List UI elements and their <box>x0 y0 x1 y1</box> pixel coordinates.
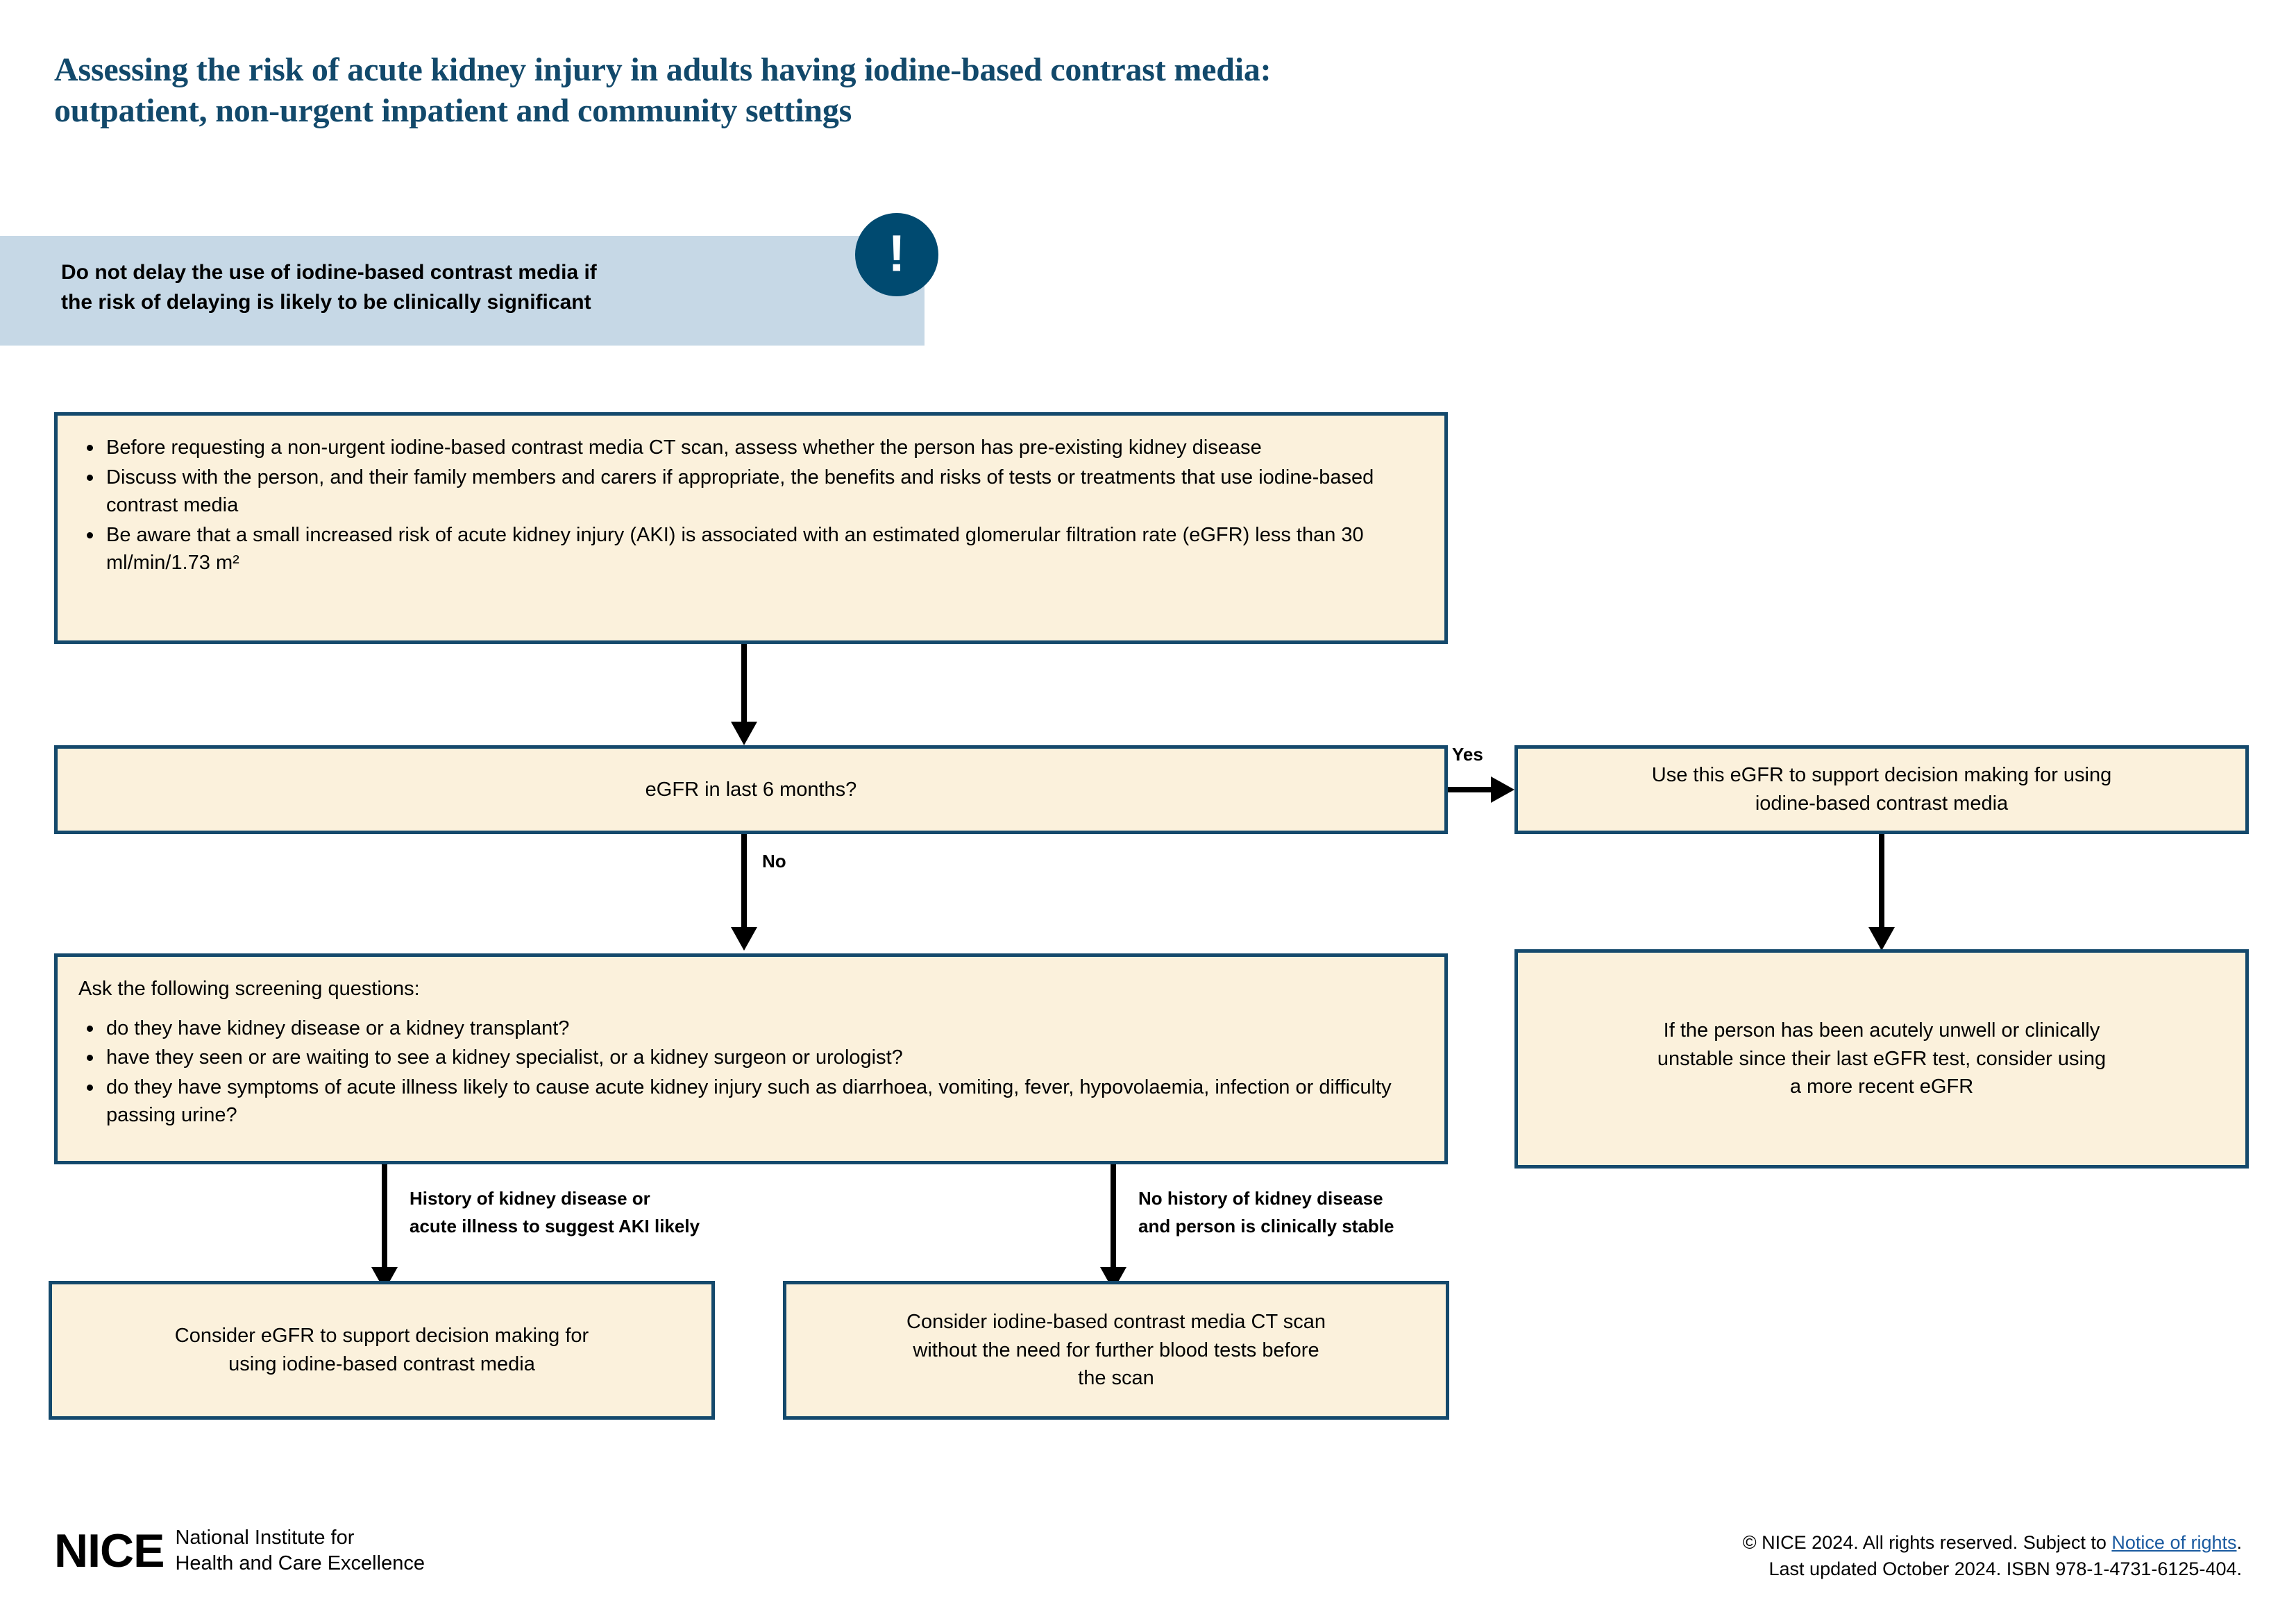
edge-label-history-of-kidney-disease: History of kidney disease or acute illne… <box>410 1185 700 1240</box>
screening-bullet-list: do they have kidney disease or a kidney … <box>78 1014 1424 1130</box>
acutely-unwell-text-wrap: If the person has been acutely unwell or… <box>1637 999 2127 1119</box>
page-title-line-2: outpatient, non-urgent inpatient and com… <box>54 92 852 129</box>
edge-label-history-line-1: History of kidney disease or <box>410 1188 650 1209</box>
list-item: do they have symptoms of acute illness l… <box>78 1073 1424 1130</box>
edge-label-no: No <box>762 848 786 876</box>
edge-label-yes-text: Yes <box>1452 744 1483 765</box>
nice-logo-subtitle: National Institute for Health and Care E… <box>175 1525 424 1577</box>
edge-label-no-history-line-2: and person is clinically stable <box>1138 1215 1394 1237</box>
connector-screening-to-consider-ct <box>1111 1164 1116 1270</box>
edge-label-no-history-line-1: No history of kidney disease <box>1138 1188 1383 1209</box>
list-item: Be aware that a small increased risk of … <box>78 521 1424 577</box>
acutely-unwell-line-2: unstable since their last eGFR test, con… <box>1657 1047 2107 1070</box>
use-this-egfr-text-wrap: Use this eGFR to support decision making… <box>1631 743 2132 835</box>
footer-copyright-line-1: © NICE 2024. All rights reserved. Subjec… <box>1743 1529 2242 1556</box>
list-item: have they seen or are waiting to see a k… <box>78 1044 1424 1072</box>
consider-ct-line-3: the scan <box>1078 1367 1154 1390</box>
box-use-this-egfr: Use this eGFR to support decision making… <box>1514 745 2249 834</box>
box-consider-egfr: Consider eGFR to support decision making… <box>49 1281 715 1420</box>
arrowhead-use-egfr-to-acutely-unwell <box>1868 927 1895 951</box>
decision-egfr-text: eGFR in last 6 months? <box>645 778 857 801</box>
arrowhead-assess-to-decision <box>731 722 757 745</box>
screening-lead-text: Ask the following screening questions: <box>78 978 420 1000</box>
notice-of-rights-link[interactable]: Notice of rights <box>2111 1532 2237 1553</box>
edge-label-no-text: No <box>762 851 786 872</box>
page-title-line-1: Assessing the risk of acute kidney injur… <box>54 51 1272 88</box>
exclamation-mark-icon: ! <box>855 213 938 296</box>
consider-ct-text-wrap: Consider iodine-based contrast media CT … <box>886 1290 1347 1411</box>
assess-bullet-list: Before requesting a non-urgent iodine-ba… <box>78 434 1424 577</box>
nice-logo: NICE National Institute for Health and C… <box>54 1525 425 1577</box>
footer-copy-prefix: © NICE 2024. All rights reserved. Subjec… <box>1742 1532 2112 1553</box>
alert-banner-text: Do not delay the use of iodine-based con… <box>61 258 859 317</box>
consider-egfr-line-2: using iodine-based contrast media <box>228 1353 535 1375</box>
box-screening-questions: Ask the following screening questions: d… <box>54 953 1448 1164</box>
decision-egfr-text-wrap: eGFR in last 6 months? <box>625 758 878 822</box>
consider-egfr-text-wrap: Consider eGFR to support decision making… <box>154 1304 609 1396</box>
nice-logo-subtitle-line-1: National Institute for <box>175 1527 355 1549</box>
nice-logo-subtitle-line-2: Health and Care Excellence <box>175 1552 425 1575</box>
alert-banner: Do not delay the use of iodine-based con… <box>0 236 925 346</box>
consider-ct-line-1: Consider iodine-based contrast media CT … <box>906 1311 1326 1334</box>
page-title: Assessing the risk of acute kidney injur… <box>54 50 1928 131</box>
box-acutely-unwell: If the person has been acutely unwell or… <box>1514 949 2249 1169</box>
edge-label-no-history-of-kidney-disease: No history of kidney disease and person … <box>1138 1185 1394 1240</box>
edge-label-history-line-2: acute illness to suggest AKI likely <box>410 1215 700 1237</box>
list-item: Discuss with the person, and their famil… <box>78 464 1424 520</box>
box-assess-before-requesting: Before requesting a non-urgent iodine-ba… <box>54 412 1448 644</box>
arrowhead-decision-to-use-this-egfr <box>1491 776 1514 803</box>
nice-wordmark: NICE <box>54 1524 164 1578</box>
arrowhead-decision-to-screening <box>731 927 757 951</box>
footer-copyright-line-2: Last updated October 2024. ISBN 978-1-47… <box>1769 1558 2242 1580</box>
box-decision-egfr-last-6-months: eGFR in last 6 months? <box>54 745 1448 834</box>
connector-decision-to-use-this-egfr <box>1448 787 1492 792</box>
consider-egfr-line-1: Consider eGFR to support decision making… <box>174 1325 589 1348</box>
consider-ct-line-2: without the need for further blood tests… <box>913 1339 1319 1361</box>
footer-copyright: © NICE 2024. All rights reserved. Subjec… <box>1743 1529 2242 1583</box>
use-this-egfr-line-2: iodine-based contrast media <box>1755 792 2009 815</box>
box-consider-ct-scan: Consider iodine-based contrast media CT … <box>783 1281 1449 1420</box>
connector-use-egfr-to-acutely-unwell <box>1879 834 1884 930</box>
list-item: Before requesting a non-urgent iodine-ba… <box>78 434 1424 462</box>
alert-line-1: Do not delay the use of iodine-based con… <box>61 261 597 284</box>
connector-assess-to-decision <box>741 644 747 724</box>
use-this-egfr-line-1: Use this eGFR to support decision making… <box>1651 764 2112 787</box>
footer-copy-suffix: . <box>2236 1532 2242 1553</box>
exclamation-glyph: ! <box>888 224 906 282</box>
connector-decision-to-screening <box>741 834 747 930</box>
edge-label-yes: Yes <box>1452 741 1483 769</box>
acutely-unwell-line-3: a more recent eGFR <box>1789 1076 1974 1098</box>
acutely-unwell-line-1: If the person has been acutely unwell or… <box>1663 1019 2100 1042</box>
list-item: do they have kidney disease or a kidney … <box>78 1014 1424 1043</box>
connector-screening-to-consider-egfr <box>382 1164 387 1270</box>
alert-line-2: the risk of delaying is likely to be cli… <box>61 290 591 314</box>
